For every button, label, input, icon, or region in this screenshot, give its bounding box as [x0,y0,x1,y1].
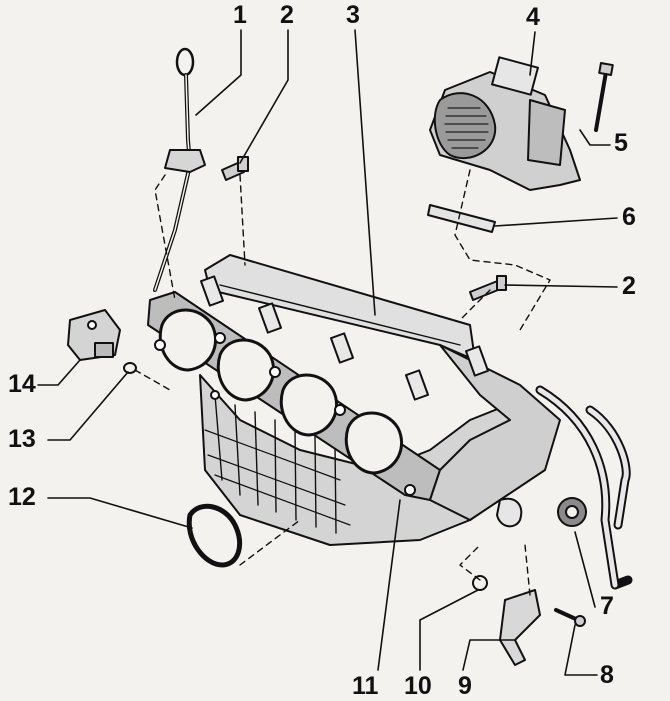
sensor [67,309,121,361]
intake-manifold [147,254,633,590]
outlet-gasket [186,503,242,568]
callout-13: 13 [8,425,36,453]
callout-6: 6 [622,203,636,231]
screw-8 [554,608,586,627]
flange-bolt-holes [154,332,416,496]
callout-8: 8 [600,661,614,689]
bolt-right [469,275,507,301]
callout-2b: 2 [622,272,636,300]
fuel-injectors [199,275,490,401]
throttle-gasket [427,204,496,233]
callout-11: 11 [352,672,379,700]
o-ring-13 [123,362,137,374]
seal-ring-10 [472,575,488,591]
assembly-guides [134,169,551,596]
throttle-body [429,56,581,191]
callout-10: 10 [404,672,432,700]
bracket-9 [499,589,541,666]
callout-12: 12 [8,483,36,511]
callout-1: 1 [233,1,247,29]
bolt-upper [221,156,249,181]
screw [594,62,614,132]
port-gaskets [158,308,404,475]
callout-9: 9 [458,672,472,700]
callout-5: 5 [614,129,628,157]
callout-2: 2 [280,1,294,29]
leader-lines [37,29,618,676]
callout-14: 14 [8,370,36,398]
callout-3: 3 [346,1,360,29]
callout-7: 7 [600,592,614,620]
dipstick [153,47,206,292]
callout-4: 4 [526,3,540,31]
